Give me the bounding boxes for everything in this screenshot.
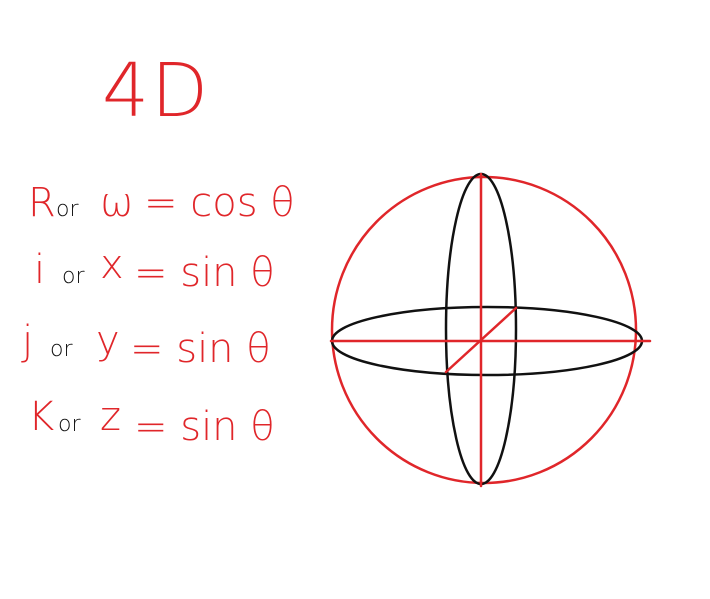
equation-variable: x [100,242,124,288]
equation-rhs: = cos θ [144,180,295,226]
sphere-outline [330,175,638,485]
equation-rhs: = sin θ [134,404,275,450]
title-4d: 4D [102,48,210,134]
equation-variable: y [96,318,120,364]
equation-rhs: = sin θ [134,250,275,296]
equation-connector: or [62,264,85,289]
equation-symbol: j [21,318,33,364]
z-axis-line [444,306,518,374]
equation-variable: z [100,394,121,440]
equation-row-3: j or y = sin θ [21,318,271,372]
equation-row-2: i or x = sin θ [34,242,275,296]
equation-connector: or [56,197,79,222]
equation-symbol: K [28,394,54,440]
equation-row-1: R or ω = cos θ [28,180,295,226]
equation-variable: ω [100,180,134,226]
sphere-diagram [329,172,652,488]
equation-symbol: R [28,180,56,226]
equation-connector: or [50,337,73,362]
equation-row-4: K or z = sin θ [28,394,275,450]
equation-symbol: i [34,247,45,293]
equation-rhs: = sin θ [130,326,271,372]
equation-connector: or [58,412,81,437]
